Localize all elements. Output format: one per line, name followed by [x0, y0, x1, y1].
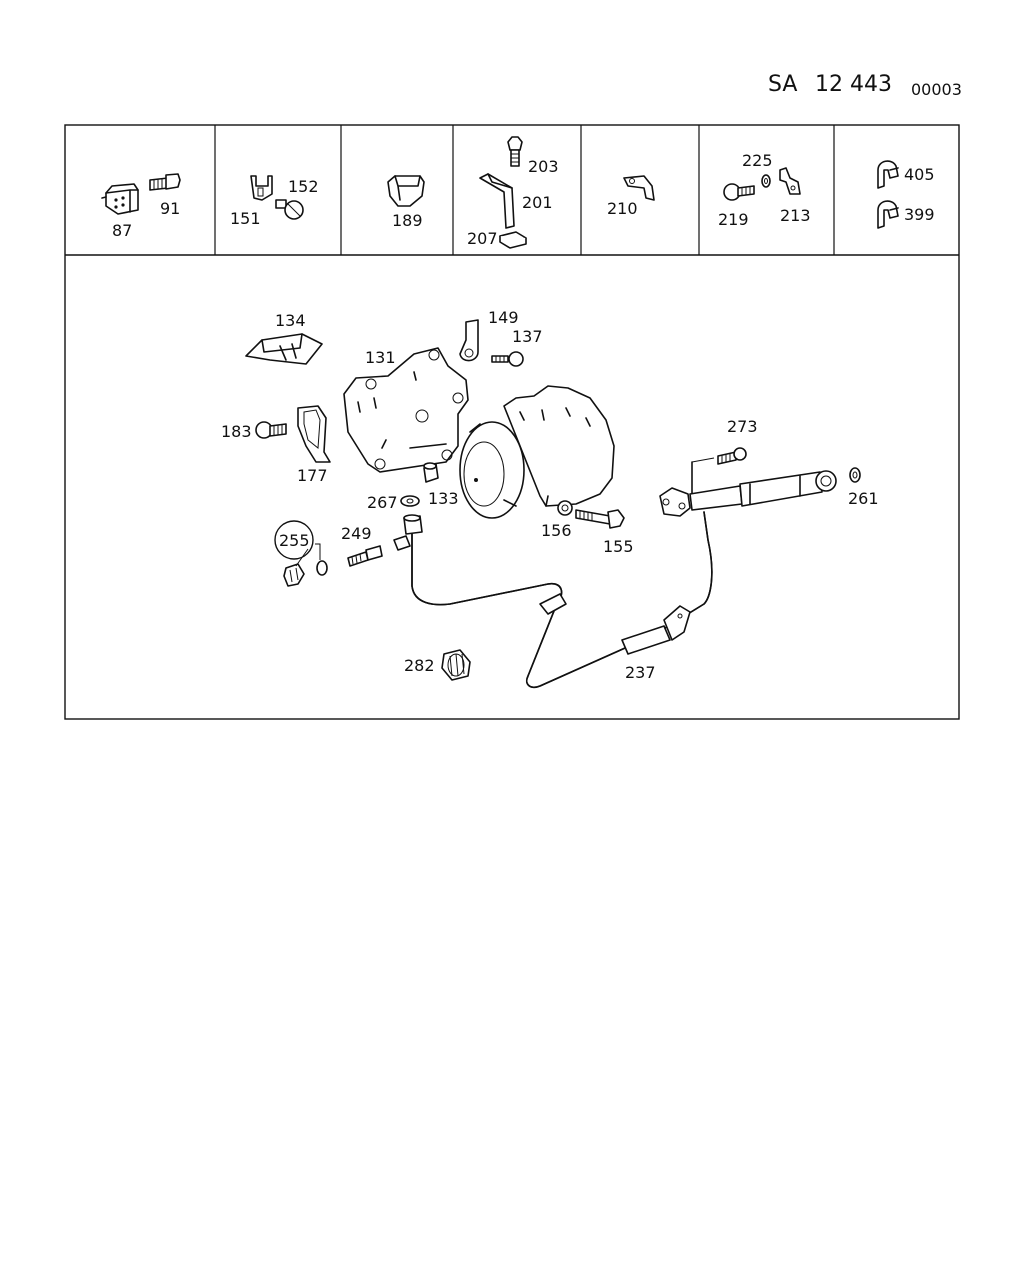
label-156: 156 [541, 521, 572, 540]
part-hose-upper [659, 461, 837, 517]
label-261: 261 [848, 489, 879, 508]
label-213: 213 [780, 206, 811, 225]
label-219: 219 [718, 210, 749, 229]
sheet-code: 00003 [911, 80, 962, 99]
label-207: 207 [467, 229, 498, 248]
label-405: 405 [904, 165, 935, 184]
part-152-bolt [275, 199, 304, 220]
part-213-clip [779, 167, 801, 195]
label-87: 87 [112, 221, 132, 240]
sheet-number: 12 443 [815, 72, 892, 97]
part-255-nut [283, 560, 328, 587]
label-151: 151 [230, 209, 261, 228]
part-compressor [459, 385, 615, 519]
label-137: 137 [512, 327, 543, 346]
main-assembly: 134 149 137 131 183 177 267 133 156 155 … [221, 308, 879, 689]
part-267-washer [400, 495, 420, 507]
label-225: 225 [742, 151, 773, 170]
part-203-bolt [507, 136, 523, 167]
label-183: 183 [221, 422, 252, 441]
part-91-bolt [149, 173, 181, 191]
part-189-cover [387, 175, 425, 207]
part-137-bolt [491, 351, 524, 367]
label-203: 203 [528, 157, 559, 176]
part-261-washer [849, 467, 861, 483]
part-131-mount [343, 347, 469, 473]
cell-210: 210 [607, 175, 655, 218]
part-149-bracket [459, 319, 479, 362]
cell-189: 189 [387, 175, 425, 230]
callout-circle-255 [274, 520, 314, 560]
part-273-bolt [717, 447, 747, 465]
label-134: 134 [275, 311, 306, 330]
cell-225-219-213: 225 219 213 [718, 151, 811, 229]
label-249: 249 [341, 524, 372, 543]
part-219-bolt [723, 183, 755, 201]
cell-405-399: 405 399 [877, 160, 935, 229]
label-273: 273 [727, 417, 758, 436]
cell-dividers [214, 125, 835, 255]
label-399: 399 [904, 205, 935, 224]
label-155: 155 [603, 537, 634, 556]
label-133: 133 [428, 489, 459, 508]
label-237: 237 [625, 663, 656, 682]
part-134-bracket [245, 333, 323, 365]
label-149: 149 [488, 308, 519, 327]
part-249-valve [347, 535, 411, 567]
label-131: 131 [365, 348, 396, 367]
part-405-clip [877, 160, 899, 189]
cell-203-201-207: 203 201 207 [467, 136, 559, 249]
part-399-clip [877, 200, 899, 229]
part-177-plate [297, 405, 331, 463]
part-237-line [403, 511, 713, 689]
part-282-ring [441, 649, 471, 681]
label-210: 210 [607, 199, 638, 218]
header-prefix: SA [768, 72, 798, 97]
part-155-bolt [575, 509, 625, 529]
label-152: 152 [288, 177, 319, 196]
label-282: 282 [404, 656, 435, 675]
part-207-nut [499, 231, 527, 249]
label-91: 91 [160, 199, 180, 218]
part-201-bracket [479, 173, 515, 229]
part-151-bracket [250, 175, 273, 201]
part-87-block [101, 183, 139, 215]
cell-151-152: 152 151 [230, 175, 319, 228]
diagram-frame [64, 124, 960, 720]
part-210-bracket [623, 175, 655, 201]
part-133-bushing [423, 462, 439, 483]
part-183-bolt [255, 421, 287, 439]
label-177: 177 [297, 466, 328, 485]
part-156-washer [557, 500, 573, 516]
label-255: 255 [279, 531, 310, 550]
label-189: 189 [392, 211, 423, 230]
label-267: 267 [367, 493, 398, 512]
cell-87-91: 87 91 [101, 173, 181, 240]
part-225-washer [761, 174, 771, 188]
label-201: 201 [522, 193, 553, 212]
